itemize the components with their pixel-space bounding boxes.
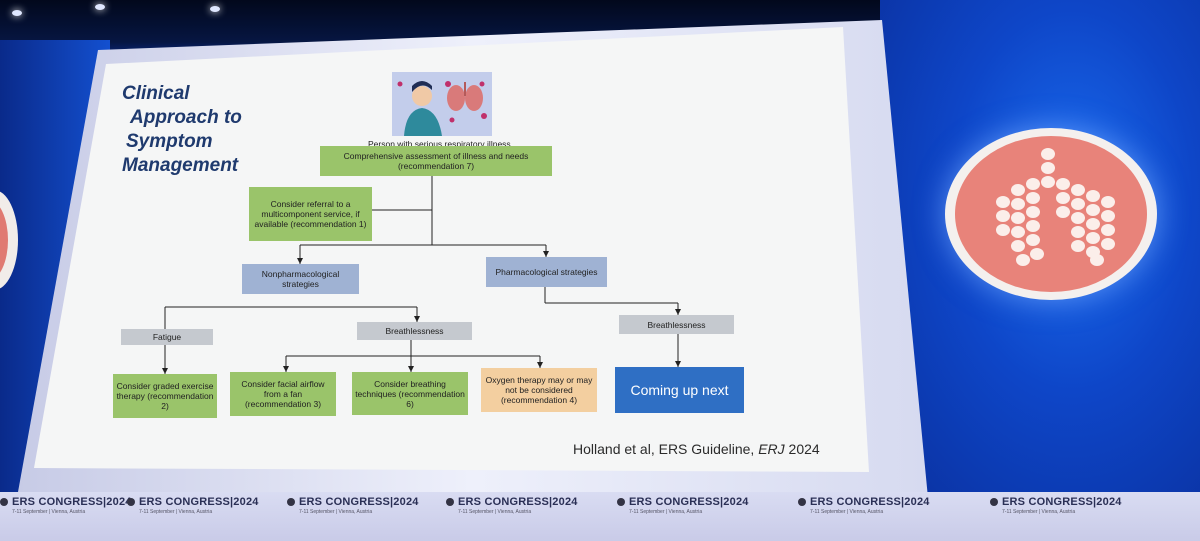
logo-dot: [1101, 210, 1115, 222]
facial-airflow-box: Consider facial airflow from a fan (reco…: [230, 372, 336, 416]
logo-dot: [1056, 206, 1070, 218]
ers-small-logo-icon: [0, 498, 8, 506]
citation: Holland et al, ERS Guideline, ERJ 2024: [573, 441, 820, 457]
left-logo: [0, 200, 8, 280]
logo-dot: [1071, 198, 1085, 210]
coughing-person-icon: [392, 72, 492, 136]
logo-dot: [1030, 248, 1044, 260]
logo-dot: [1086, 218, 1100, 230]
ceiling-light: [12, 10, 22, 16]
floor-banner-item: ERS CONGRESS|2024: [287, 496, 419, 508]
breathlessness-box-right: Breathlessness: [619, 315, 734, 334]
nonpharmacological-box: Nonpharmacological strategies: [242, 264, 359, 294]
fatigue-box: Fatigue: [121, 329, 213, 345]
logo-dot: [1101, 238, 1115, 250]
illustration-caption: Person with serious respiratory illness: [368, 139, 511, 149]
floor-banner-item: ERS CONGRESS|2024: [617, 496, 749, 508]
breathlessness-box-left: Breathlessness: [357, 322, 472, 340]
floor-banner-label: ERS CONGRESS|2024: [299, 496, 419, 508]
logo-dot: [1026, 192, 1040, 204]
floor-banner-label: ERS CONGRESS|2024: [12, 496, 132, 508]
left-logo-ring: [0, 190, 18, 290]
logo-dot: [996, 196, 1010, 208]
ceiling-light: [210, 6, 220, 12]
logo-dot: [1011, 226, 1025, 238]
logo-dot: [996, 224, 1010, 236]
ers-small-logo-icon: [287, 498, 295, 506]
floor-banner-sub: 7-11 September | Vienna, Austria: [139, 509, 213, 515]
logo-dot: [1011, 240, 1025, 252]
logo-dot: [1086, 204, 1100, 216]
citation-authors: Holland et al, ERS Guideline,: [573, 441, 759, 457]
slide-title: Clinical Approach to Symptom Management: [122, 82, 282, 178]
floor-banner-label: ERS CONGRESS|2024: [1002, 496, 1122, 508]
logo-dot: [1071, 184, 1085, 196]
patient-illustration: [392, 72, 492, 136]
ers-small-logo-icon: [127, 498, 135, 506]
citation-year: 2024: [784, 441, 820, 457]
logo-dot: [1056, 192, 1070, 204]
exercise-therapy-box: Consider graded exercise therapy (recomm…: [113, 374, 217, 418]
logo-dot: [1026, 220, 1040, 232]
logo-dot: [996, 210, 1010, 222]
floor-banner-sub: 7-11 September | Vienna, Austria: [299, 509, 373, 515]
logo-dot: [1026, 206, 1040, 218]
floor-banner-item: ERS CONGRESS|2024: [798, 496, 930, 508]
floor-banner: [0, 492, 1200, 541]
ers-small-logo-icon: [798, 498, 806, 506]
logo-dot: [1016, 254, 1030, 266]
referral-box: Consider referral to a multicomponent se…: [249, 187, 372, 241]
breathing-techniques-box: Consider breathing techniques (recommend…: [352, 372, 468, 415]
floor-banner-sub: 7-11 September | Vienna, Austria: [629, 509, 703, 515]
logo-dot: [1026, 178, 1040, 190]
floor-banner-item: ERS CONGRESS|2024: [0, 496, 132, 508]
logo-dot: [1056, 178, 1070, 190]
floor-banner-label: ERS CONGRESS|2024: [810, 496, 930, 508]
logo-dot: [1071, 240, 1085, 252]
floor-banner-sub: 7-11 September | Vienna, Austria: [458, 509, 532, 515]
ceiling-light: [95, 4, 105, 10]
floor-banner-item: ERS CONGRESS|2024: [990, 496, 1122, 508]
oxygen-therapy-box: Oxygen therapy may or may not be conside…: [481, 368, 597, 412]
citation-journal: ERJ: [758, 441, 785, 457]
logo-dot: [1071, 212, 1085, 224]
floor-banner-sub: 7-11 September | Vienna, Austria: [12, 509, 86, 515]
floor-banner-label: ERS CONGRESS|2024: [139, 496, 259, 508]
ers-small-logo-icon: [446, 498, 454, 506]
logo-dot: [1101, 196, 1115, 208]
floor-banner-item: ERS CONGRESS|2024: [446, 496, 578, 508]
title-line: Approach to: [130, 107, 242, 128]
logo-dot: [1086, 190, 1100, 202]
floor-banner-label: ERS CONGRESS|2024: [629, 496, 749, 508]
title-line: Symptom: [126, 131, 213, 152]
logo-dot: [1026, 234, 1040, 246]
logo-dot: [1041, 162, 1055, 174]
logo-dot: [1011, 212, 1025, 224]
logo-dot: [1011, 198, 1025, 210]
floor-banner-sub: 7-11 September | Vienna, Austria: [810, 509, 884, 515]
floor-banner-sub: 7-11 September | Vienna, Austria: [1002, 509, 1076, 515]
logo-dot: [1101, 224, 1115, 236]
pharmacological-box: Pharmacological strategies: [486, 257, 607, 287]
logo-dot: [1071, 226, 1085, 238]
logo-dot: [1011, 184, 1025, 196]
logo-dot: [1090, 254, 1104, 266]
title-line: Clinical: [122, 83, 190, 104]
floor-banner-item: ERS CONGRESS|2024: [127, 496, 259, 508]
ers-small-logo-icon: [990, 498, 998, 506]
coming-up-next-box: Coming up next: [615, 367, 744, 413]
logo-dot: [1086, 232, 1100, 244]
ers-small-logo-icon: [617, 498, 625, 506]
logo-dot: [1041, 176, 1055, 188]
floor-banner-label: ERS CONGRESS|2024: [458, 496, 578, 508]
logo-dot: [1041, 148, 1055, 160]
assessment-box: Comprehensive assessment of illness and …: [320, 146, 552, 176]
title-line: Management: [122, 155, 239, 176]
